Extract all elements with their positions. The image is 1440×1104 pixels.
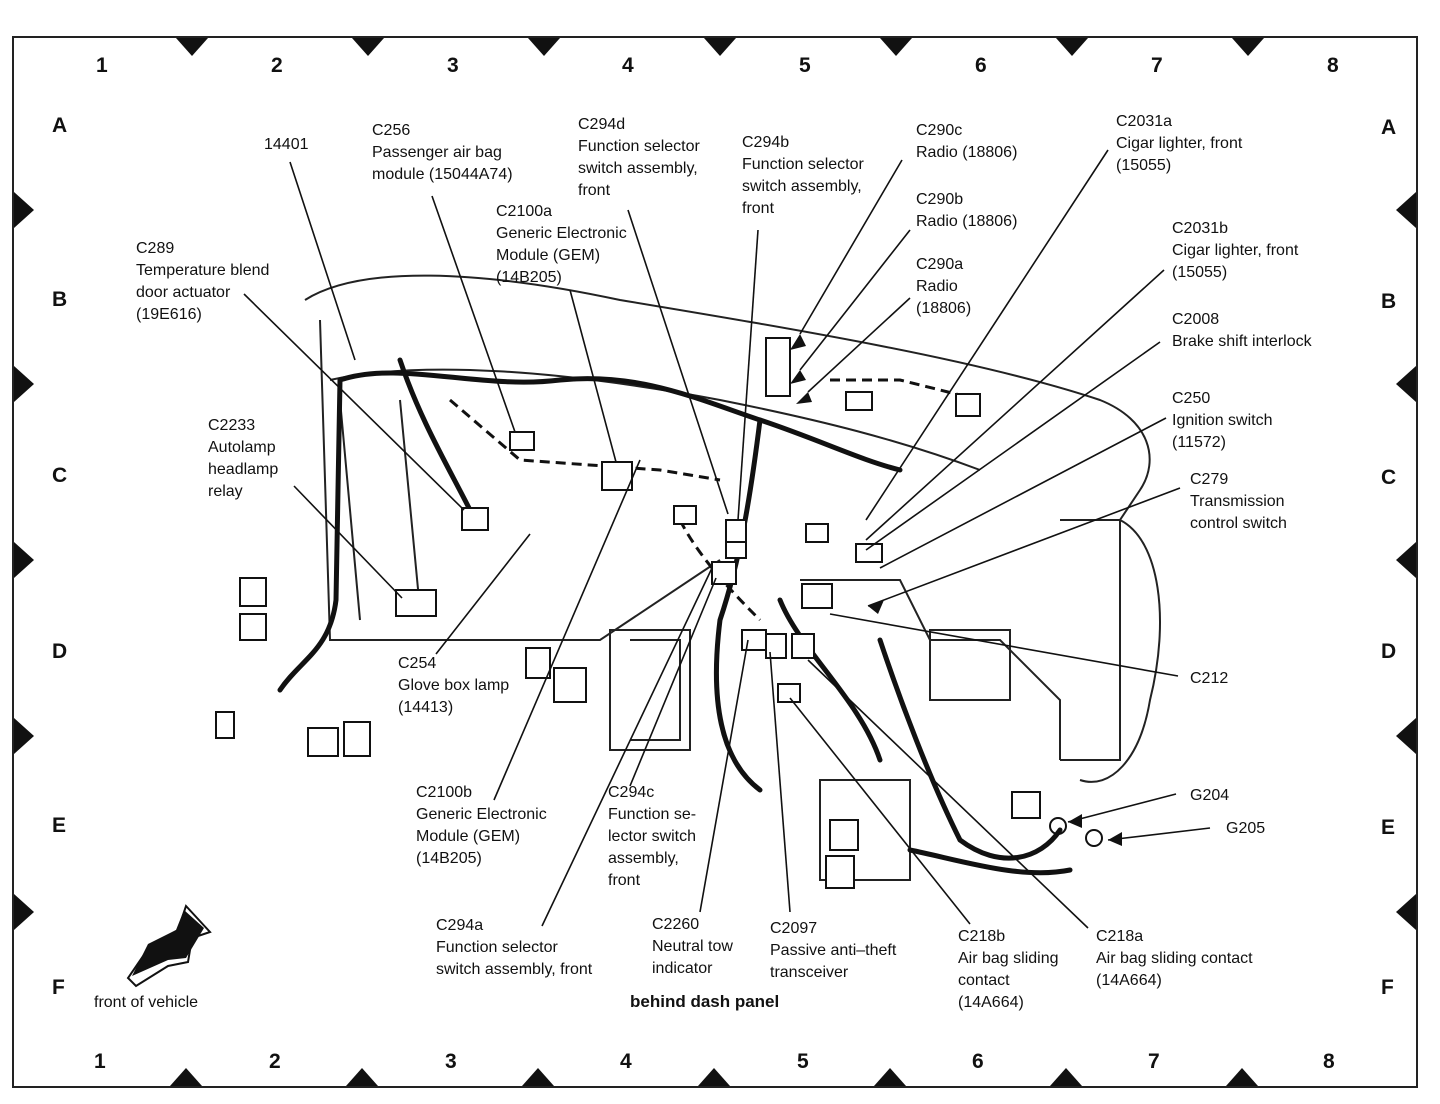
callout-leaders [243, 149, 1211, 929]
grid-col-6-top: 6 [975, 54, 987, 77]
callout-c294a: C294a Function selector switch assembly,… [436, 917, 593, 978]
callout-g204: G204 [1190, 787, 1230, 804]
grid-col-1-top: 1 [96, 54, 108, 77]
grid-row-c-left: C [52, 464, 68, 487]
callout-g205: G205 [1226, 820, 1266, 837]
callout-c279: C279 Transmission control switch [1190, 471, 1287, 532]
callout-c290c: C290c Radio (18806) [916, 122, 1018, 161]
grid-col-6-bottom: 6 [972, 1050, 984, 1073]
grid-row-d-right: D [1381, 640, 1397, 663]
diagram-caption: behind dash panel [630, 992, 780, 1011]
wire-harness [277, 357, 1073, 876]
grid-col-3-bottom: 3 [445, 1050, 457, 1073]
callout-c218a: C218a Air bag sliding contact (14A664) [1096, 928, 1253, 989]
grid-row-e-right: E [1381, 816, 1396, 839]
grid-col-1-bottom: 1 [94, 1050, 106, 1073]
grid-col-7-bottom: 7 [1148, 1050, 1160, 1073]
grid-col-2-top: 2 [271, 54, 283, 77]
grid-col-5-top: 5 [799, 54, 811, 77]
front-of-vehicle-label: front of vehicle [94, 994, 199, 1011]
callout-c2260: C2260 Neutral tow indicator [652, 916, 733, 977]
grid-row-d-left: D [52, 640, 68, 663]
ground-eyelets [1049, 817, 1103, 847]
grid-col-4-bottom: 4 [620, 1050, 632, 1073]
grid-col-8-top: 8 [1327, 54, 1339, 77]
callout-c256: C256 Passenger air bag module (15044A74) [372, 122, 513, 183]
callout-c294b: C294b Function selector switch assembly,… [742, 134, 864, 217]
grid-row-b-left: B [52, 288, 68, 311]
front-of-vehicle-arrow-icon [126, 904, 212, 988]
callout-c289: C289 Temperature blend door actuator (19… [136, 240, 270, 323]
callout-c218b: C218b Air bag sliding contact (14A664) [958, 928, 1059, 1011]
connectors [215, 337, 1041, 889]
callout-c254: C254 Glove box lamp (14413) [398, 655, 510, 716]
leader-arrowheads [790, 334, 1122, 846]
grid-col-4-top: 4 [622, 54, 634, 77]
grid-col-5-bottom: 5 [797, 1050, 809, 1073]
callout-c2233: C2233 Autolamp headlamp relay [208, 417, 279, 500]
callout-c2008: C2008 Brake shift interlock [1172, 311, 1312, 350]
callout-c294d: C294d Function selector switch assembly,… [578, 116, 700, 199]
diagram-frame [12, 36, 1418, 1088]
grid-row-b-right: B [1381, 290, 1397, 313]
grid-row-a-right: A [1381, 116, 1397, 139]
callout-c294c: C294c Function se- lector switch assembl… [608, 784, 697, 889]
callout-c2031b: C2031b Cigar lighter, front (15055) [1172, 220, 1299, 281]
callout-c290b: C290b Radio (18806) [916, 191, 1018, 230]
grid-col-8-bottom: 8 [1323, 1050, 1335, 1073]
grid-col-7-top: 7 [1151, 54, 1163, 77]
callout-c2100a: C2100a Generic Electronic Module (GEM) (… [496, 203, 627, 286]
grid-row-f-right: F [1381, 976, 1394, 999]
callout-14401: 14401 [264, 136, 309, 153]
grid-row-a-left: A [52, 114, 68, 137]
grid-col-3-top: 3 [447, 54, 459, 77]
grid-row-e-left: E [52, 814, 67, 837]
grid-tick-marks [14, 38, 1416, 1086]
grid-row-c-right: C [1381, 466, 1397, 489]
callout-c2100b: C2100b Generic Electronic Module (GEM) (… [416, 784, 547, 867]
grid-col-2-bottom: 2 [269, 1050, 281, 1073]
grid-row-f-left: F [52, 976, 65, 999]
callout-c212: C212 [1190, 670, 1229, 687]
callout-c250: C250 Ignition switch (11572) [1172, 390, 1273, 451]
dash-panel-structure [304, 274, 1161, 881]
callout-c2031a: C2031a Cigar lighter, front (15055) [1116, 113, 1243, 174]
callout-c2097: C2097 Passive anti–theft transceiver [770, 920, 897, 981]
callout-c290a: C290a Radio (18806) [916, 256, 972, 317]
